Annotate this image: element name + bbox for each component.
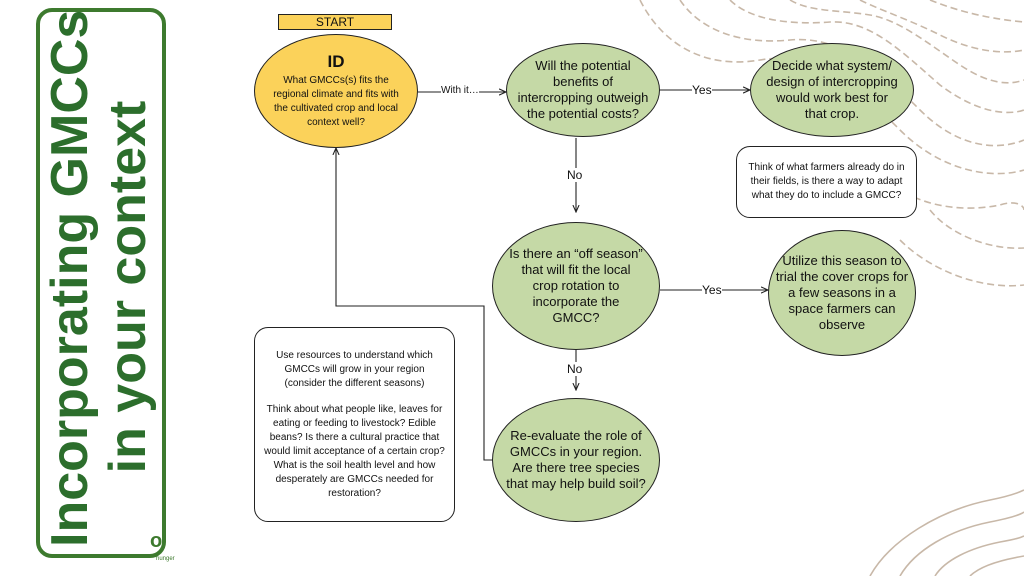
edge-label-yes-2: Yes	[702, 283, 722, 297]
logo-subtext: hunger	[156, 556, 175, 562]
edge-label-with-it: With it…	[441, 85, 479, 96]
node-design: Decide what system/ design of intercropp…	[750, 43, 914, 137]
note-farmers: Think of what farmers already do in thei…	[736, 146, 917, 218]
edge-reevaluate-to-id	[336, 148, 492, 461]
id-node: ID What GMCCs(s) fits the regional clima…	[254, 34, 418, 148]
node-utilize: Utilize this season to trial the cover c…	[768, 230, 916, 356]
note-resources-p2: Think about what people like, leaves for…	[264, 403, 445, 499]
start-label: START	[278, 14, 392, 30]
id-node-text: What GMCCs(s) fits the regional climate …	[273, 75, 399, 128]
title-panel	[36, 8, 166, 558]
note-resources: Use resources to understand which GMCCs …	[254, 327, 455, 522]
note-resources-p1: Use resources to understand which GMCCs …	[276, 349, 433, 389]
edge-label-no-2: No	[567, 362, 583, 376]
node-reevaluate: Re-evaluate the role of GMCCs in your re…	[492, 398, 660, 522]
id-node-heading: ID	[327, 52, 345, 71]
logo: o	[150, 530, 163, 552]
node-benefits: Will the potential benefits of intercrop…	[506, 43, 660, 137]
edge-label-yes-1: Yes	[692, 83, 712, 97]
node-offseason: Is there an “off season” that will fit t…	[492, 222, 660, 350]
edge-label-no-1: No	[567, 168, 583, 182]
